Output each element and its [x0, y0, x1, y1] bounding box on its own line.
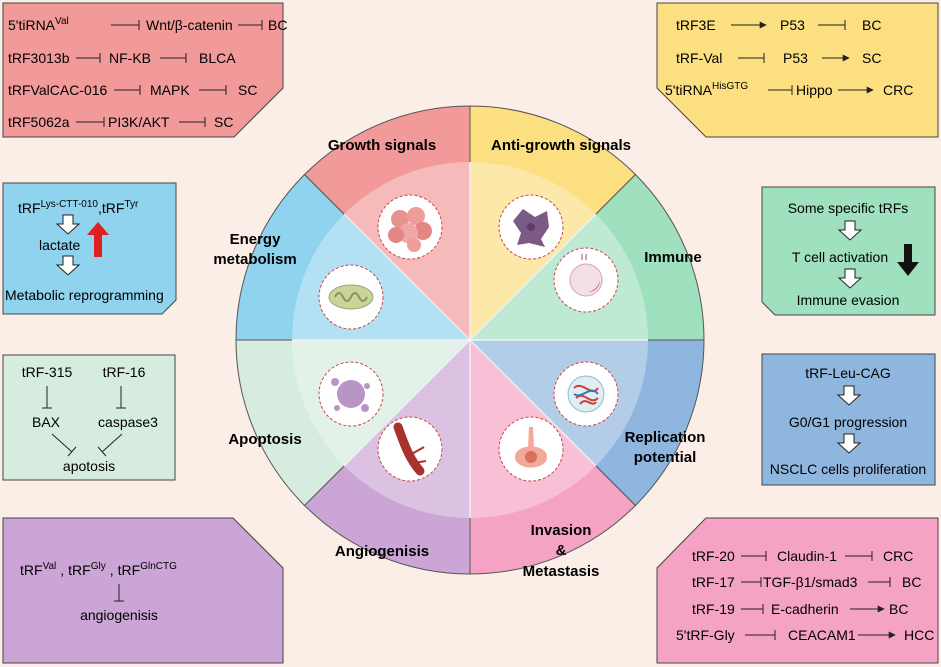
immune-line-3: Immune evasion [797, 292, 900, 308]
growth-row-3-source: tRFValCAC-016 [8, 82, 108, 98]
apoptosis-trf-315: tRF-315 [22, 364, 73, 380]
migrating-cell-icon [498, 416, 564, 482]
replication-line-3: NSCLC cells proliferation [770, 461, 926, 477]
immune-line-1: Some specific tRFs [788, 200, 909, 216]
invasion-row-2-target: TGF-β1/smad3 [763, 574, 858, 590]
replication-hollow-arrow-2 [836, 433, 862, 454]
replication-hollow-arrow-1 [836, 385, 862, 406]
immune-hollow-arrow-1 [837, 220, 863, 241]
energy-label-1: Energy [230, 231, 282, 248]
growth-row-2-pathway: NF-KB [109, 50, 151, 66]
immune-label: Immune [644, 249, 702, 266]
immune-hollow-arrow-2 [837, 268, 863, 289]
replication-label-2: potential [634, 449, 697, 466]
growth-row-2-target: BLCA [199, 50, 236, 66]
invasion-row-2-source: tRF-17 [692, 574, 735, 590]
replication-label-1: Replication [625, 429, 706, 446]
apoptosis-result: apotosis [63, 458, 115, 474]
wheel-divider [343, 213, 597, 467]
growth-row-1-pathway: Wnt/β-catenin [146, 17, 233, 33]
apoptosis-caspase3: caspase3 [98, 414, 158, 430]
growth-row-4-pathway: PI3K/AKT [108, 114, 170, 130]
apoptosis-trf-16: tRF-16 [103, 364, 146, 380]
energy-label-2: metabolism [213, 251, 296, 268]
anti-growth-rows: tRF3E P53 BC tRF-Val P53 SC 5'tiRNAHisGT… [665, 17, 913, 98]
energy-metabolism-panel [2, 182, 177, 315]
growth-row-3-pathway: MAPK [150, 82, 190, 98]
replication-line-2: G0/G1 progression [789, 414, 907, 430]
anti-growth-panel [656, 2, 939, 138]
anti-row-2-source: tRF-Val [676, 50, 722, 66]
anti-row-3-pathway: Hippo [796, 82, 833, 98]
growth-row-1-target: BC [268, 17, 287, 33]
mitochondrion-icon [318, 264, 384, 330]
invasion-label-1: Invasion [531, 522, 592, 539]
angiogenesis-trf-line: tRFVal,tRFGly,tRFGlnCTG [20, 561, 177, 578]
invasion-panel [656, 517, 939, 664]
angiogenesis-label: Angiogenisis [335, 543, 429, 560]
growth-signals-rows: 5'tiRNAVal Wnt/β-catenin BC tRF3013b NF-… [8, 16, 287, 130]
invasion-row-1-source: tRF-20 [692, 548, 735, 564]
invasion-label-2: & [556, 542, 567, 559]
immune-panel [761, 186, 936, 316]
apoptotic-cell-icon [318, 361, 384, 427]
angiogenesis-panel [2, 517, 284, 664]
t-cell-icon [553, 247, 619, 313]
energy-metabolism-sector[interactable] [235, 173, 472, 341]
growth-signals-panel [2, 2, 284, 138]
energy-hollow-arrow-1 [55, 214, 81, 235]
invasion-rows: tRF-20 Claudin-1 CRC tRF-17 TGF-β1/smad3… [676, 548, 934, 643]
invasion-row-4-target: CEACAM1 [788, 627, 856, 643]
energy-lactate: lactate [39, 237, 80, 253]
nucleus-dna-icon [553, 361, 619, 427]
growth-row-4-target: SC [214, 114, 233, 130]
invasion-label-3: Metastasis [523, 563, 600, 580]
anti-row-2-pathway: P53 [783, 50, 808, 66]
energy-metabolic-reprogramming: Metabolic reprogramming [5, 287, 164, 303]
irregular-cell-icon [498, 194, 564, 260]
invasion-row-4-source: 5'tRF-Gly [676, 627, 735, 643]
angiogenesis-result: angiogenisis [80, 607, 158, 623]
tumor-cell-cluster-icon [377, 194, 443, 260]
replication-content: tRF-Leu-CAG G0/G1 progression NSCLC cell… [770, 365, 926, 477]
invasion-row-3-cancer: BC [889, 601, 908, 617]
growth-row-3-target: SC [238, 82, 257, 98]
energy-trf-line: tRFLys-CTT-010,tRFTyr [18, 199, 139, 216]
growth-signals-label: Growth signals [328, 137, 436, 154]
blood-vessel-icon [377, 416, 443, 482]
angiogenesis-content: tRFVal,tRFGly,tRFGlnCTG angiogenisis [20, 561, 177, 623]
anti-row-3-target: CRC [883, 82, 913, 98]
anti-growth-signals-label: Anti-growth signals [491, 137, 631, 154]
invasion-row-3-target: E-cadherin [771, 601, 839, 617]
invasion-row-4-cancer: HCC [904, 627, 934, 643]
anti-row-3-source: 5'tiRNAHisGTG [665, 81, 748, 98]
energy-hollow-arrow-2 [55, 255, 81, 276]
apoptosis-label: Apoptosis [228, 431, 301, 448]
growth-row-1-source: 5'tiRNAVal [8, 16, 69, 33]
immune-line-2: T cell activation [792, 249, 888, 265]
immune-down-arrow [897, 244, 919, 276]
invasion-row-3-source: tRF-19 [692, 601, 735, 617]
energy-up-arrow [87, 222, 109, 257]
invasion-row-1-target: Claudin-1 [777, 548, 837, 564]
apoptosis-content: tRF-315 tRF-16 BAX caspase3 apotosis [22, 364, 158, 474]
apoptosis-panel [2, 354, 176, 481]
immune-content: Some specific tRFs T cell activation Imm… [788, 200, 919, 308]
invasion-row-1-cancer: CRC [883, 548, 913, 564]
growth-row-4-source: tRF5062a [8, 114, 70, 130]
apoptosis-bax: BAX [32, 414, 61, 430]
anti-row-1-source: tRF3E [676, 17, 716, 33]
growth-row-2-source: tRF3013b [8, 50, 70, 66]
anti-row-1-target: BC [862, 17, 881, 33]
replication-panel [761, 353, 936, 486]
invasion-row-2-cancer: BC [902, 574, 921, 590]
energy-metabolism-content: tRFLys-CTT-010,tRFTyr lactate Metabolic … [5, 199, 164, 303]
anti-row-1-pathway: P53 [780, 17, 805, 33]
anti-row-2-target: SC [862, 50, 881, 66]
replication-line-1: tRF-Leu-CAG [805, 365, 891, 381]
